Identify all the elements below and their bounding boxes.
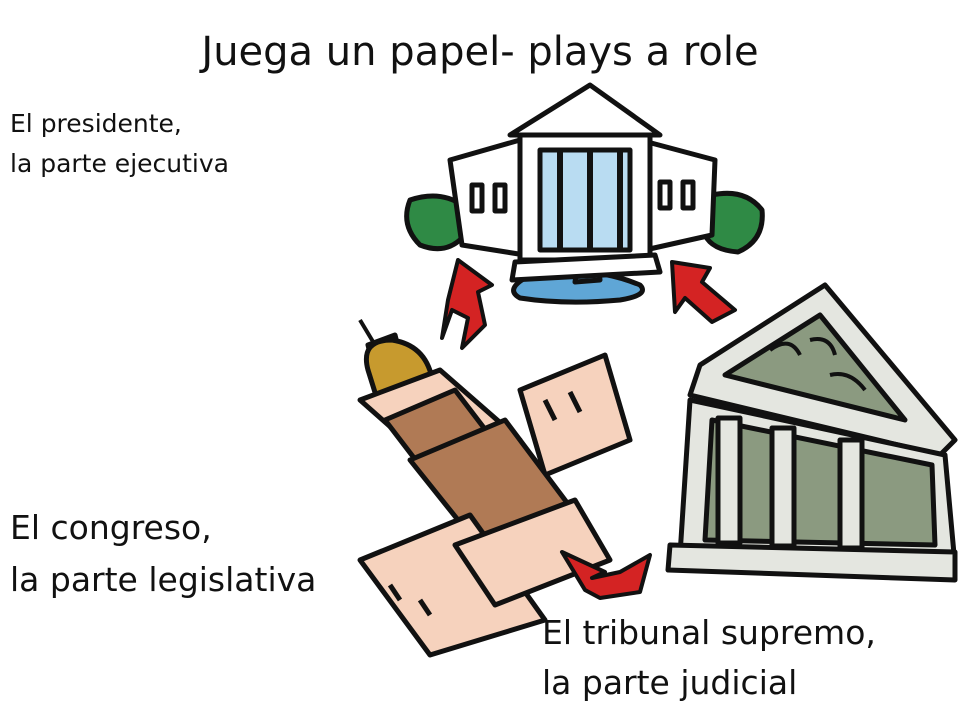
judicial-line-1: El tribunal supremo, [542,613,876,652]
legislative-branch-label: El congreso, la parte legislativa [10,502,316,606]
executive-branch-label: El presidente, la parte ejecutiva [10,104,229,184]
executive-line-2: la parte ejecutiva [10,149,229,178]
white-house-icon [404,82,765,305]
legislative-line-1: El congreso, [10,508,212,547]
supreme-court-icon [665,282,958,583]
judicial-line-2: la parte judicial [542,663,798,702]
judicial-branch-label: El tribunal supremo, la parte judicial [542,608,876,708]
cycle-arrow-icon [440,258,737,600]
capitol-building-icon [357,318,633,658]
legislative-line-2: la parte legislativa [10,560,317,599]
slide-title: Juega un papel- plays a role [201,29,759,75]
executive-line-1: El presidente, [10,109,182,138]
